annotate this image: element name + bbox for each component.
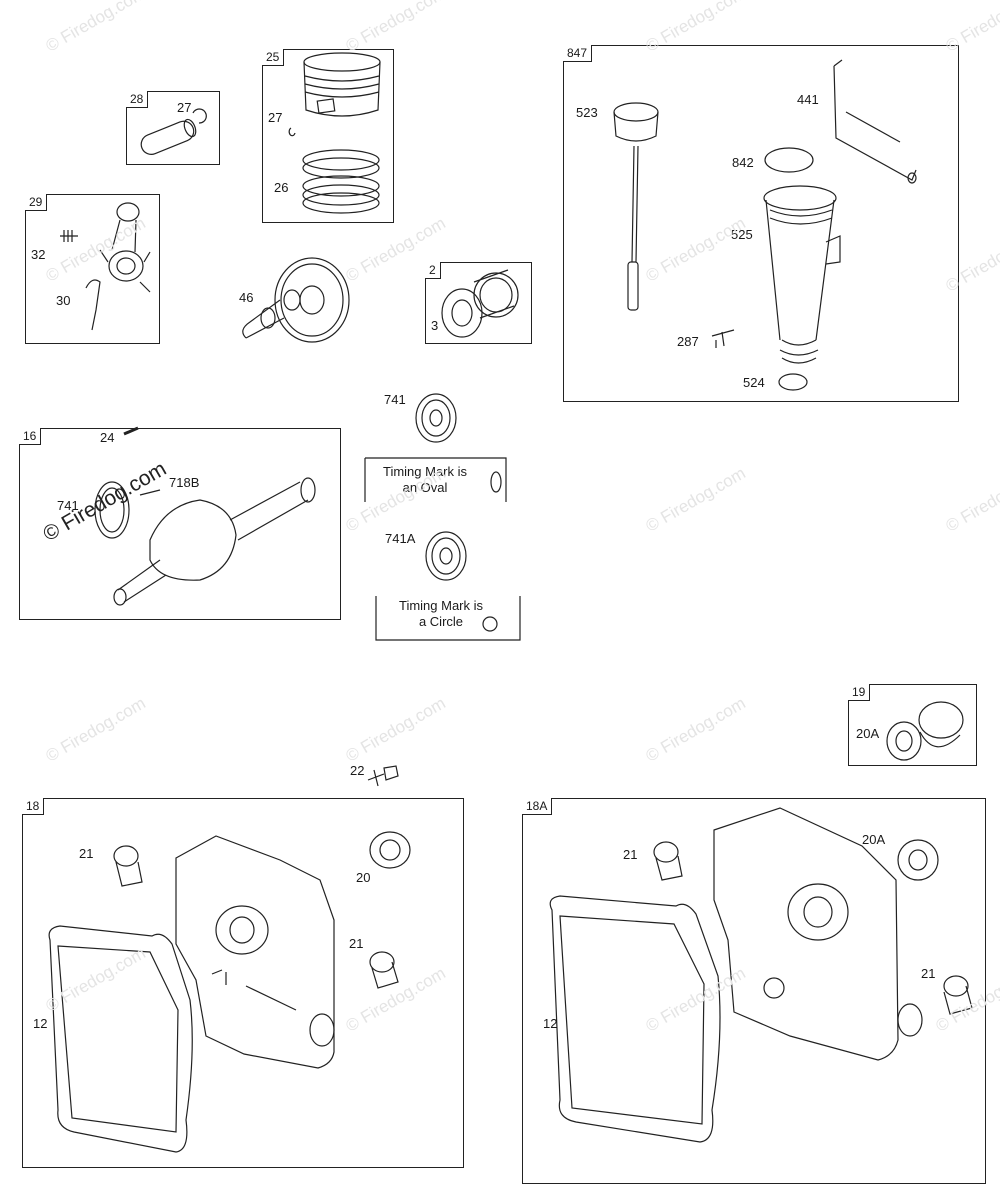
part-label-523: 523 [576,105,598,120]
part-label-3: 3 [431,318,439,333]
connecting-rod-drawing [60,202,151,331]
part-label-525: 525 [731,227,753,242]
camshaft-drawing [242,257,350,343]
group-19-frame [848,684,977,766]
crankcase-cover-drawing [48,831,411,1153]
part-label-287: 287 [677,334,699,349]
crankcase-cover-18A-drawing [549,807,973,1143]
seal-bearing-19-drawing [886,701,964,761]
part-label-21-right: 21 [349,936,364,951]
bolt-drawing [367,765,399,787]
seal-bearing-drawing [441,269,519,338]
timing-gear-circle-drawing [425,531,498,632]
crankshaft-drawing [94,477,316,606]
group-16-frame [19,428,341,620]
part-label-30: 30 [56,293,71,308]
key-drawing [123,426,139,436]
timing-gear-oval-drawing [415,393,502,493]
group-18-tag: 18 [22,798,45,815]
group-29-tag: 29 [25,194,48,211]
part-label-21-18A-right: 21 [921,966,936,981]
part-label-21-left: 21 [79,846,94,861]
group-18A-tag: 18A [522,798,553,815]
part-label-12-left: 12 [33,1016,48,1031]
part-label-20A-group19: 20A [856,726,880,741]
part-label-27-piston: 27 [268,110,283,125]
oval-note-frame [364,457,507,502]
part-label-20A-18A: 20A [862,832,886,847]
part-label-21-18A-left: 21 [623,847,638,862]
part-label-12-right: 12 [543,1016,558,1031]
group-16-tag: 16 [19,428,42,445]
dipstick-tube-drawing [613,59,917,391]
group-18-frame [22,798,464,1168]
group-2-tag: 2 [425,262,441,279]
group-847-tag: 847 [563,45,593,62]
part-label-24: 24 [100,430,115,445]
part-label-741: 741 [384,392,406,407]
group-847-frame [563,45,959,402]
part-label-741A: 741A [385,531,416,546]
timing-mark-circle-line1: Timing Mark is [398,598,484,613]
timing-mark-oval-line1: Timing Mark is [382,464,468,479]
part-label-32: 32 [31,247,46,262]
wrist-pin-drawing [140,108,207,155]
piston-drawing [288,52,381,214]
part-label-718B: 718B [169,475,200,490]
group-25-tag: 25 [262,49,285,66]
circle-note-frame [375,596,521,641]
part-label-741-crank: 741 [57,498,79,513]
group-2-frame [425,262,532,344]
timing-mark-circle-line2: a Circle [418,614,464,629]
group-25-frame [262,49,394,223]
group-19-tag: 19 [848,684,871,701]
group-18A-frame [522,798,986,1184]
part-label-20: 20 [356,870,371,885]
part-label-842: 842 [732,155,754,170]
part-label-441: 441 [797,92,819,107]
part-label-46: 46 [239,290,254,305]
part-label-524: 524 [743,375,765,390]
group-28-frame [126,91,220,165]
group-28-tag: 28 [126,91,149,108]
part-label-26: 26 [274,180,289,195]
group-29-frame [25,194,160,344]
part-label-22: 22 [350,763,365,778]
part-label-27-pin: 27 [177,100,192,115]
timing-mark-circle-note: Timing Mark is a Circle [382,598,500,630]
timing-mark-oval-note: Timing Mark is an Oval [370,464,480,496]
timing-mark-oval-line2: an Oval [402,480,448,495]
